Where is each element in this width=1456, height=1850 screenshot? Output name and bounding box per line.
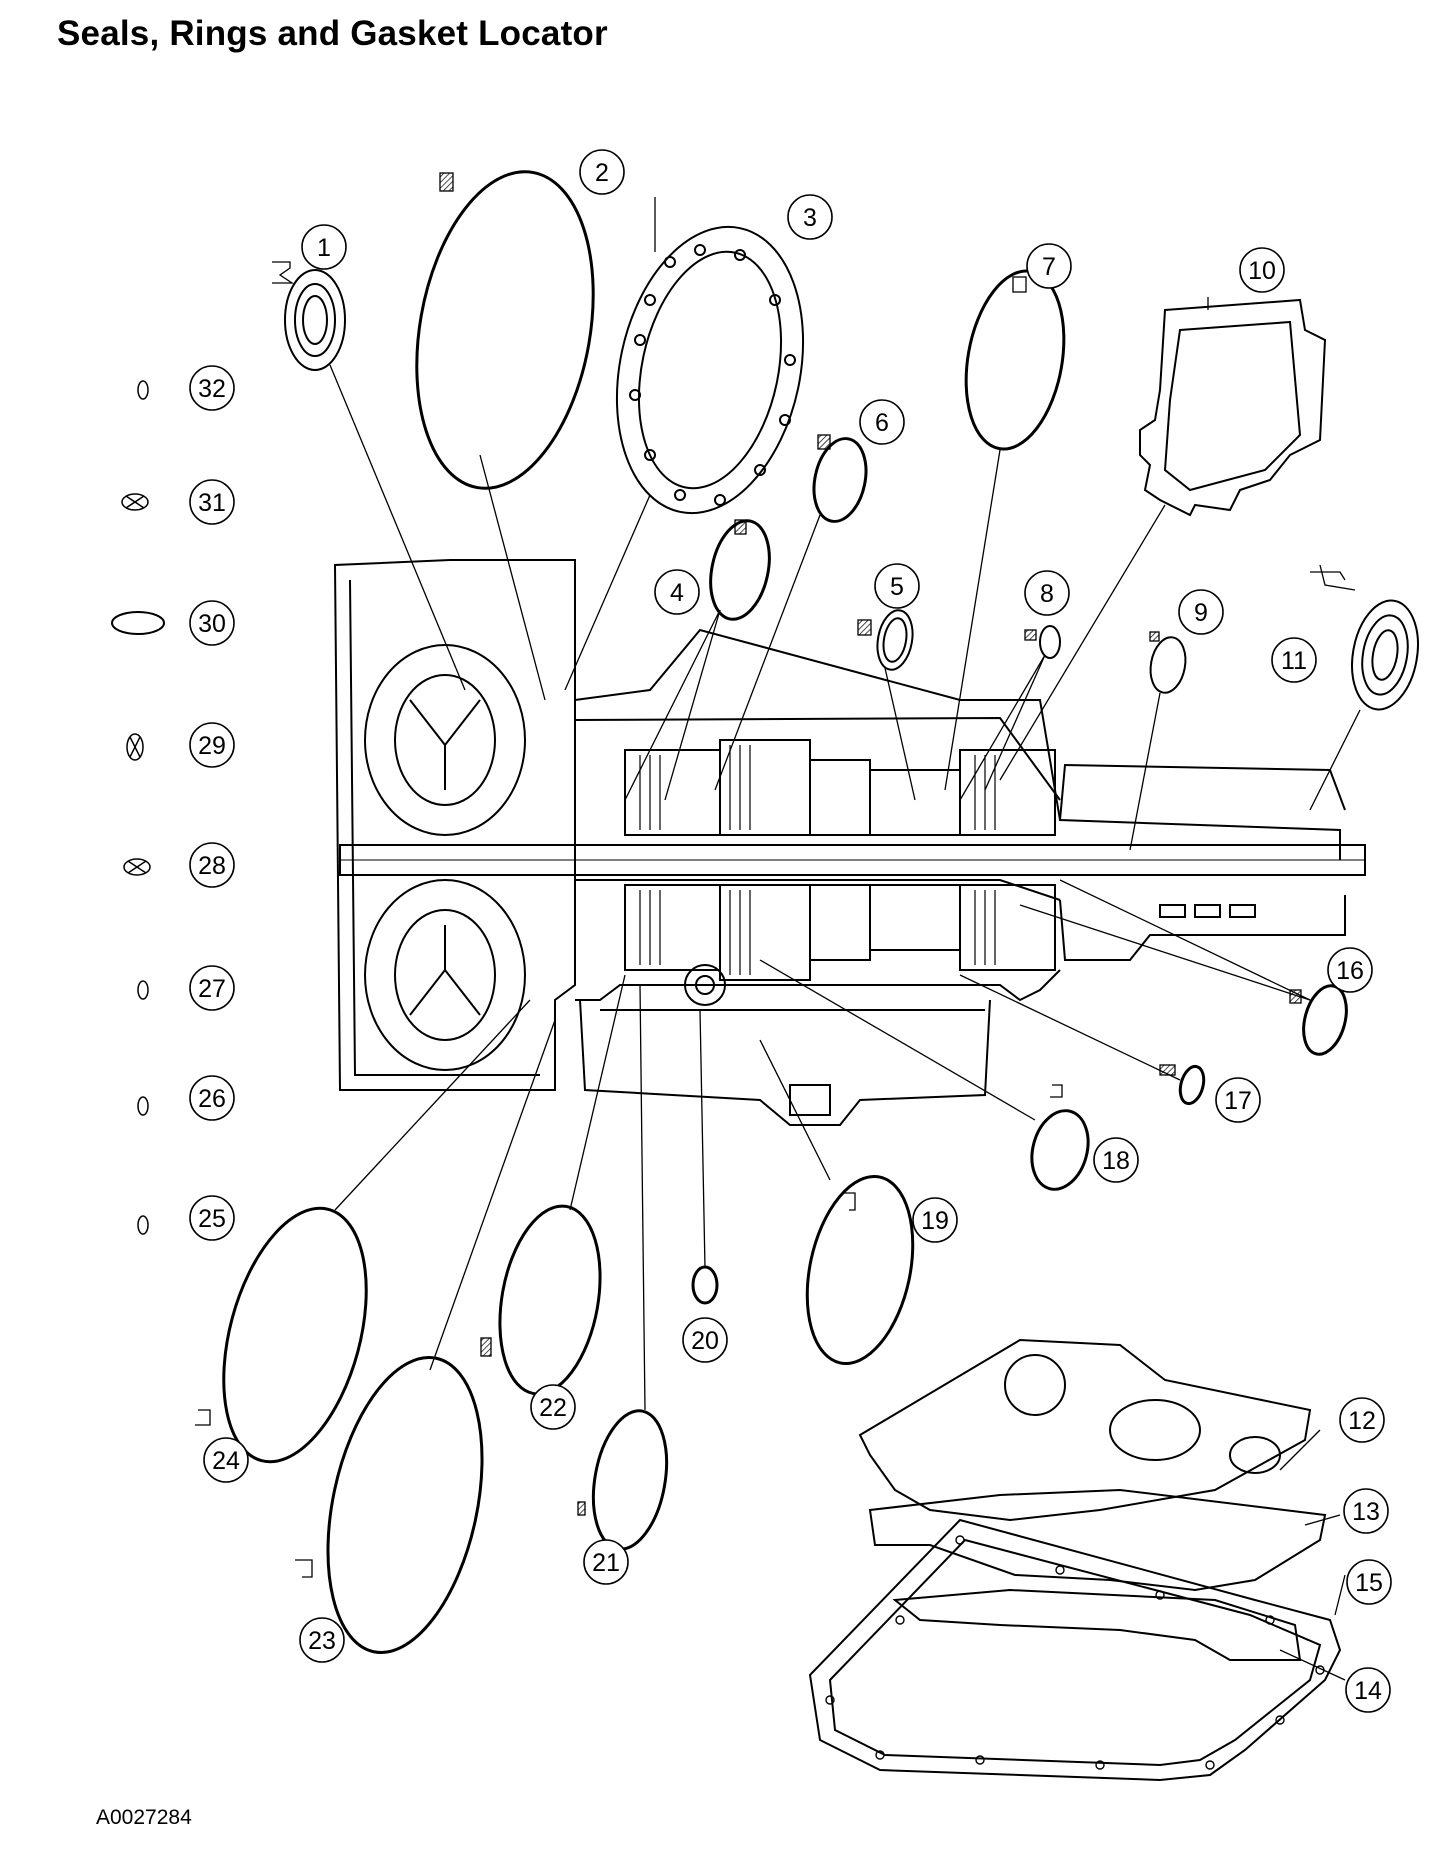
svg-text:16: 16 xyxy=(1336,957,1364,985)
callout-26: 26 xyxy=(189,1075,235,1121)
svg-text:11: 11 xyxy=(1281,647,1307,675)
callout-2: 2 xyxy=(579,149,625,195)
exploded-parts xyxy=(222,170,1419,1782)
svg-text:5: 5 xyxy=(890,573,904,601)
svg-text:31: 31 xyxy=(198,489,226,517)
svg-text:6: 6 xyxy=(875,409,889,437)
page-title: Seals, Rings and Gasket Locator xyxy=(57,14,608,53)
leader-lines xyxy=(329,364,1361,1681)
callout-4: 4 xyxy=(654,569,700,615)
svg-text:18: 18 xyxy=(1102,1147,1130,1175)
callout-16: 16 xyxy=(1327,947,1373,993)
pump-gasket xyxy=(615,225,805,515)
callout-8: 8 xyxy=(1024,570,1070,616)
svg-text:29: 29 xyxy=(198,732,226,760)
svg-text:20: 20 xyxy=(691,1327,719,1355)
svg-text:7: 7 xyxy=(1042,253,1056,281)
callout-5: 5 xyxy=(874,563,920,609)
svg-text:3: 3 xyxy=(803,204,817,232)
callout-17: 17 xyxy=(1215,1077,1261,1123)
svg-text:22: 22 xyxy=(539,1394,567,1422)
callout-24: 24 xyxy=(203,1437,249,1483)
figure-id: A0027284 xyxy=(96,1806,192,1829)
svg-text:4: 4 xyxy=(670,579,684,607)
svg-text:24: 24 xyxy=(212,1447,240,1475)
callout-labels: 1 2 3 4 5 6 7 8 9 10 11 12 13 14 15 16 1… xyxy=(189,149,1392,1713)
svg-text:10: 10 xyxy=(1248,257,1276,285)
svg-text:17: 17 xyxy=(1224,1087,1252,1115)
svg-text:1: 1 xyxy=(317,234,331,262)
callout-12: 12 xyxy=(1339,1397,1385,1443)
svg-text:15: 15 xyxy=(1355,1569,1383,1597)
svg-text:26: 26 xyxy=(198,1085,226,1113)
callout-21: 21 xyxy=(583,1539,629,1585)
svg-text:21: 21 xyxy=(592,1549,620,1577)
svg-text:23: 23 xyxy=(308,1627,336,1655)
callout-14: 14 xyxy=(1345,1667,1391,1713)
callout-28: 28 xyxy=(189,842,235,888)
callout-15: 15 xyxy=(1346,1559,1392,1605)
svg-text:27: 27 xyxy=(198,975,226,1003)
svg-text:8: 8 xyxy=(1040,580,1054,608)
callout-6: 6 xyxy=(859,399,905,445)
separator-plate-gasket xyxy=(858,1338,1312,1522)
callout-25: 25 xyxy=(189,1195,235,1241)
callout-11: 11 xyxy=(1271,637,1317,683)
svg-text:30: 30 xyxy=(198,610,226,638)
transmission-cross-section xyxy=(333,559,1366,1126)
callout-9: 9 xyxy=(1178,589,1224,635)
callout-31: 31 xyxy=(189,479,235,525)
callout-20: 20 xyxy=(682,1317,728,1363)
callout-23: 23 xyxy=(299,1617,345,1663)
svg-text:14: 14 xyxy=(1354,1677,1382,1705)
callout-19: 19 xyxy=(912,1197,958,1243)
svg-text:25: 25 xyxy=(198,1205,226,1233)
material-symbols xyxy=(195,172,1356,1578)
callout-3: 3 xyxy=(787,194,833,240)
callout-30: 30 xyxy=(189,600,235,646)
callout-10: 10 xyxy=(1239,247,1285,293)
callout-18: 18 xyxy=(1093,1137,1139,1183)
large-o-ring xyxy=(415,170,595,490)
front-pump-seal xyxy=(284,269,346,371)
svg-text:28: 28 xyxy=(198,852,226,880)
svg-text:19: 19 xyxy=(921,1207,949,1235)
callout-29: 29 xyxy=(189,722,235,768)
callout-7: 7 xyxy=(1026,243,1072,289)
svg-text:9: 9 xyxy=(1194,599,1208,627)
svg-text:13: 13 xyxy=(1352,1498,1380,1526)
callout-27: 27 xyxy=(189,965,235,1011)
callout-13: 13 xyxy=(1343,1488,1389,1534)
svg-text:2: 2 xyxy=(595,159,609,187)
legend-symbols xyxy=(111,380,165,1235)
svg-text:12: 12 xyxy=(1348,1407,1376,1435)
callout-1: 1 xyxy=(301,224,347,270)
callout-32: 32 xyxy=(189,365,235,411)
callout-22: 22 xyxy=(530,1384,576,1430)
svg-text:32: 32 xyxy=(198,375,226,403)
